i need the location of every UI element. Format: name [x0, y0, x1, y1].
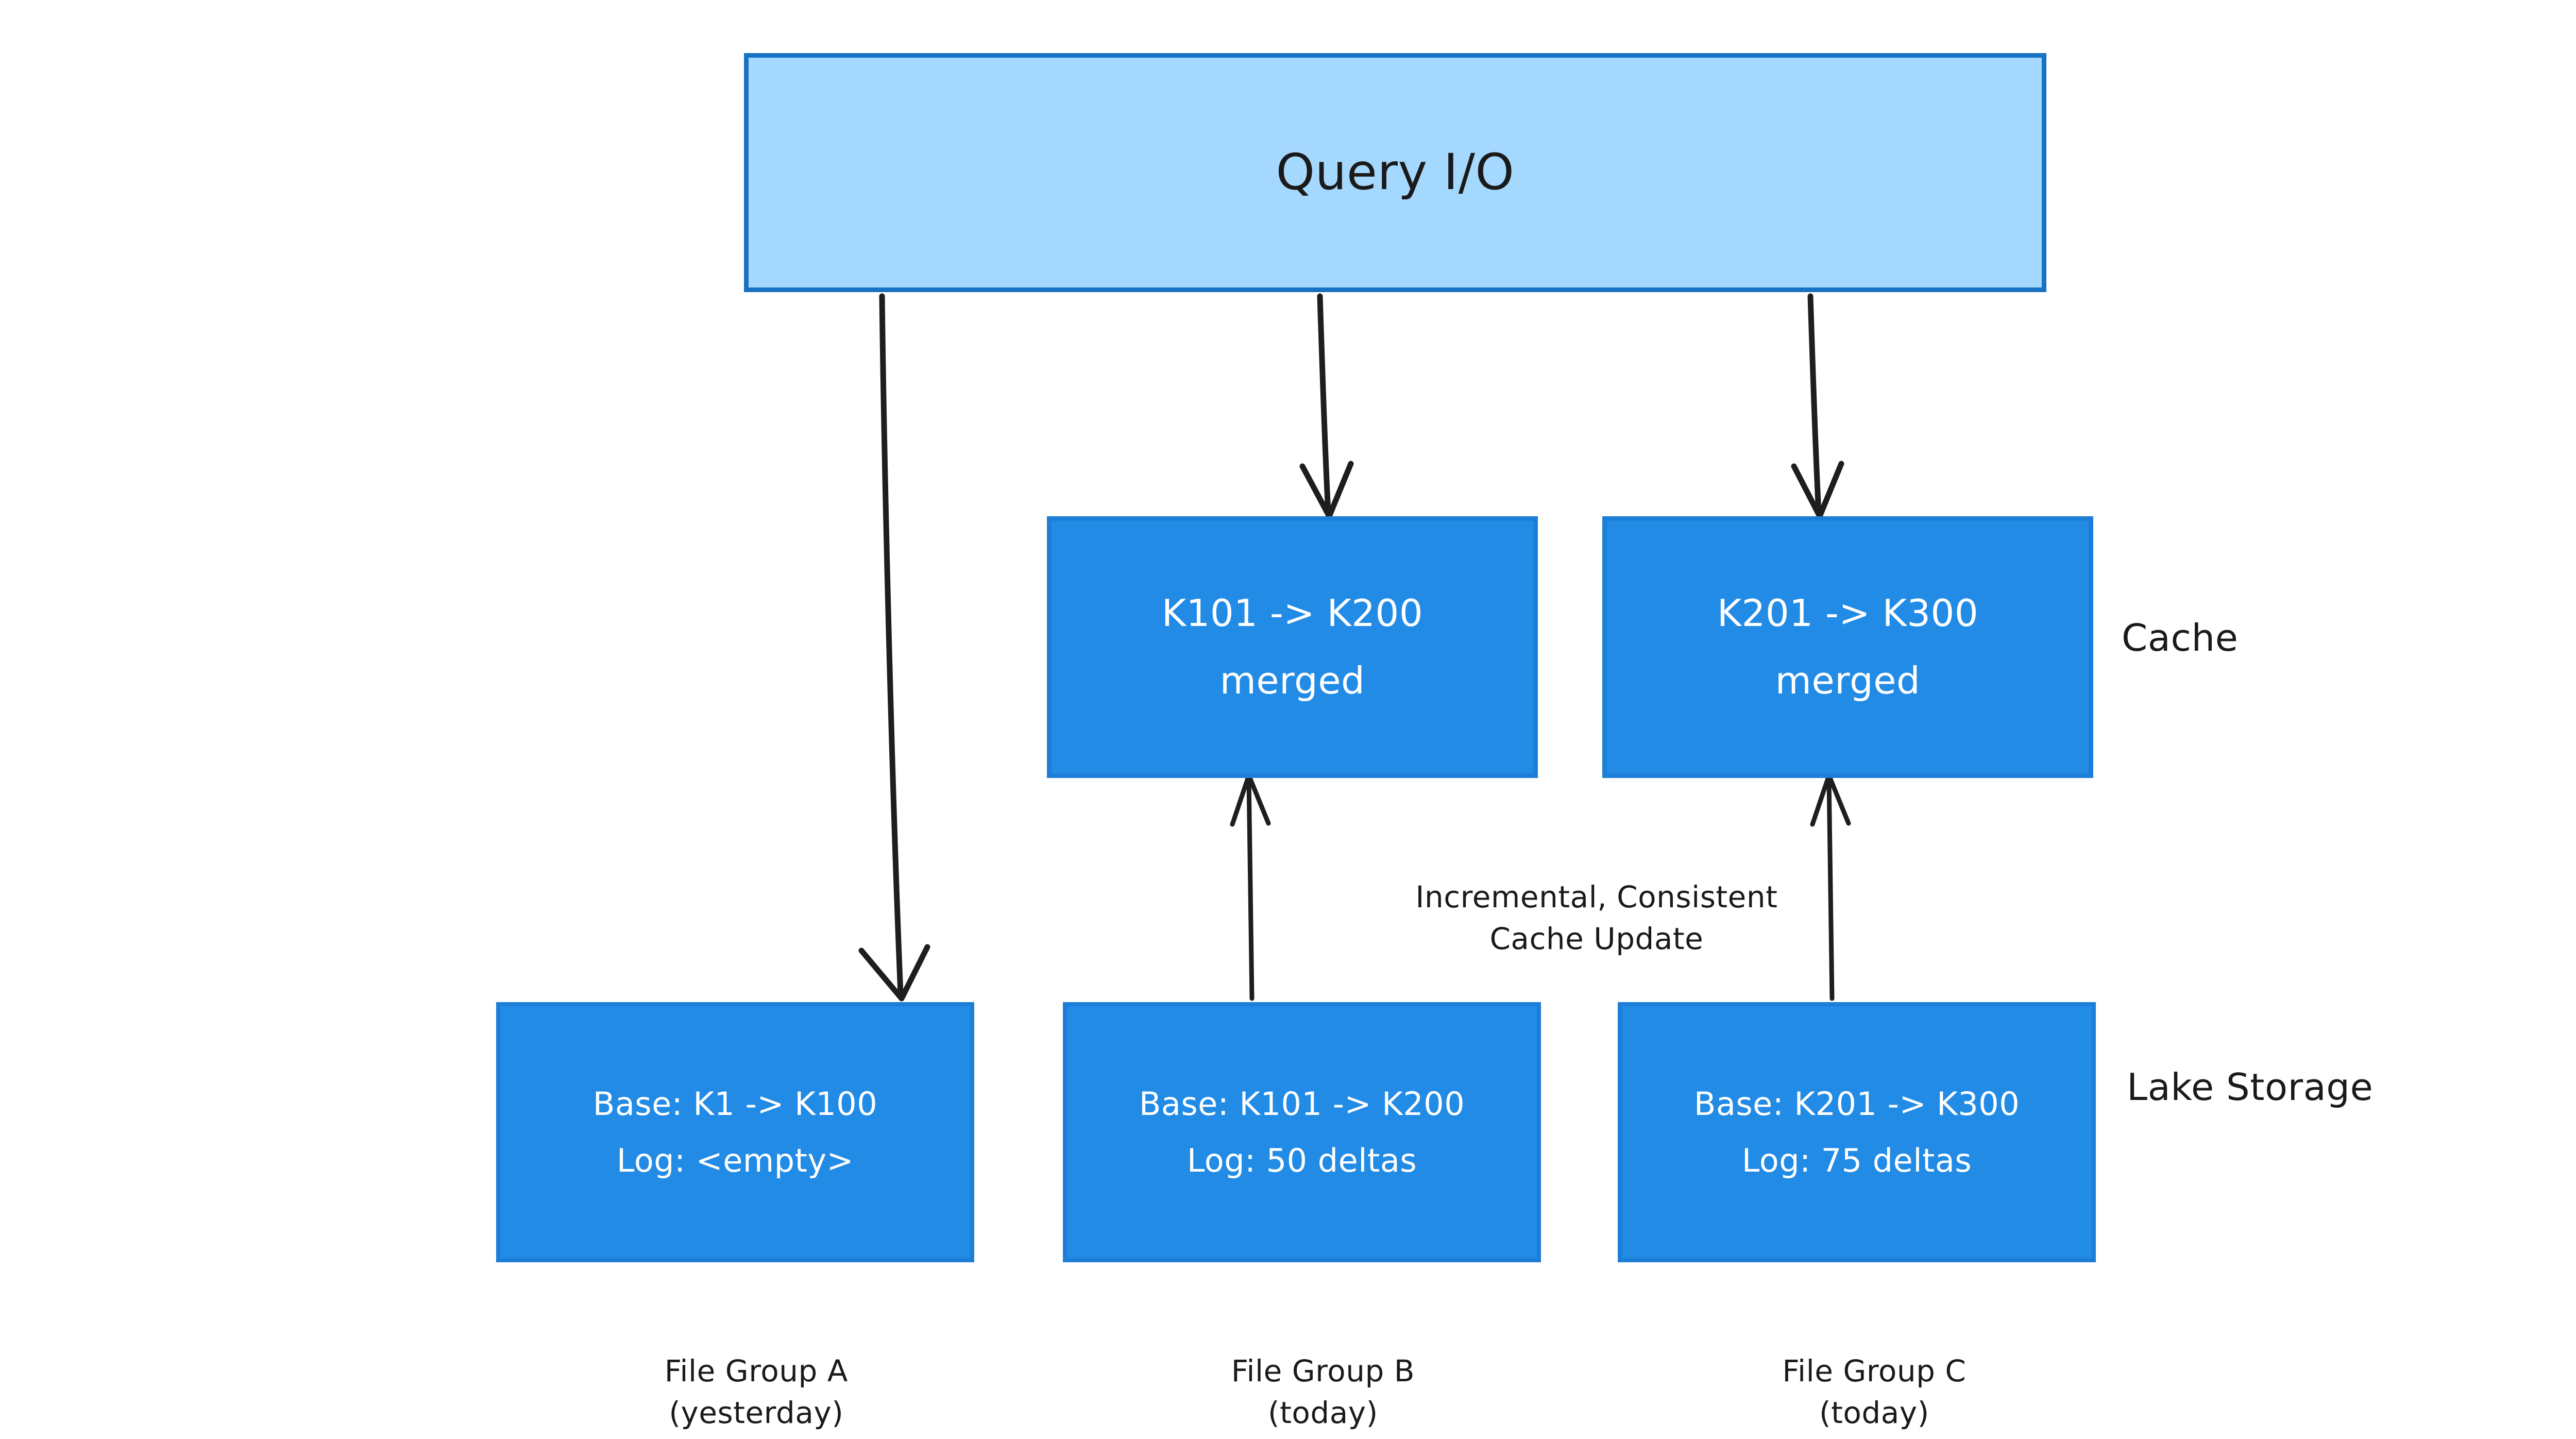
file-group-a-when: (yesterday)	[669, 1395, 844, 1431]
incremental-cache-update-label: Incremental, Consistent Cache Update	[1317, 835, 1837, 1002]
storage-node-b-base: Base: K101 -> K200	[1139, 1085, 1465, 1123]
file-group-a-name: File Group A	[664, 1353, 848, 1389]
file-group-a-caption: File Group A (yesterday)	[495, 1309, 979, 1439]
file-group-c-caption: File Group C (today)	[1613, 1309, 2097, 1439]
storage-node-c[interactable]: Base: K201 -> K300 Log: 75 deltas	[1618, 1002, 2096, 1262]
storage-node-b[interactable]: Base: K101 -> K200 Log: 50 deltas	[1063, 1002, 1541, 1262]
cache-node-c[interactable]: K201 -> K300 merged	[1602, 516, 2093, 778]
file-group-b-caption: File Group B (today)	[1061, 1309, 1546, 1439]
file-group-c-when: (today)	[1819, 1395, 1929, 1431]
query-io-node[interactable]: Query I/O	[744, 53, 2046, 292]
cache-node-b-state: merged	[1219, 659, 1365, 702]
arrow-queryio-to-cache-b	[1299, 293, 1354, 519]
lake-storage-row-label: Lake Storage	[2127, 1065, 2374, 1109]
cache-row-label: Cache	[2122, 616, 2239, 659]
cache-node-c-range: K201 -> K300	[1717, 591, 1979, 635]
cache-node-c-state: merged	[1775, 659, 1921, 702]
file-group-c-name: File Group C	[1782, 1353, 1967, 1389]
arrow-storage-b-to-cache-b	[1230, 773, 1271, 1001]
storage-node-a-base: Base: K1 -> K100	[592, 1085, 878, 1123]
arrow-queryio-to-cache-c	[1791, 293, 1844, 519]
query-io-label: Query I/O	[1276, 143, 1515, 201]
file-group-b-name: File Group B	[1231, 1353, 1415, 1389]
storage-node-c-log: Log: 75 deltas	[1741, 1141, 1972, 1179]
incremental-cache-update-line-1: Incremental, Consistent	[1415, 879, 1778, 915]
storage-node-b-log: Log: 50 deltas	[1187, 1141, 1417, 1179]
incremental-cache-update-line-2: Cache Update	[1489, 921, 1704, 957]
arrow-queryio-to-storage-a	[858, 293, 930, 1002]
storage-node-a[interactable]: Base: K1 -> K100 Log: <empty>	[496, 1002, 974, 1262]
cache-node-b[interactable]: K101 -> K200 merged	[1047, 516, 1538, 778]
cache-node-b-range: K101 -> K200	[1161, 591, 1423, 635]
file-group-b-when: (today)	[1268, 1395, 1378, 1431]
storage-node-a-log: Log: <empty>	[616, 1141, 854, 1179]
storage-node-c-base: Base: K201 -> K300	[1693, 1085, 2020, 1123]
